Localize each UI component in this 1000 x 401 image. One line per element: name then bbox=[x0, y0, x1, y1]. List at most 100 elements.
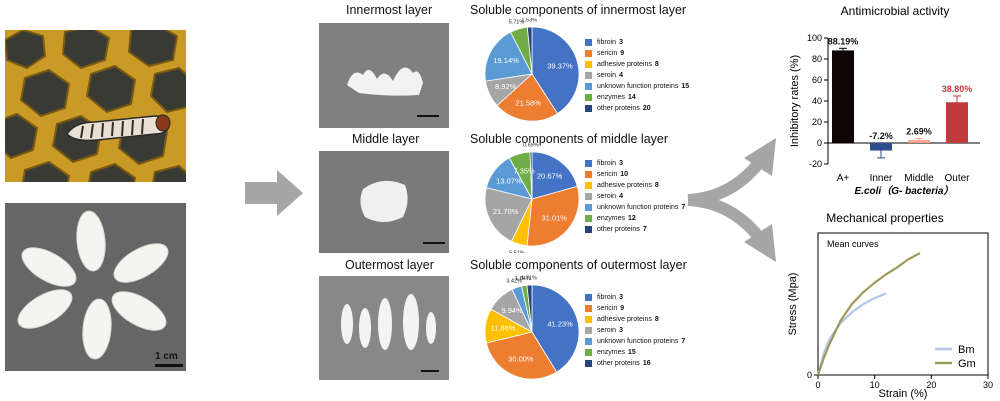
legend-label: Bm bbox=[958, 344, 975, 356]
right-arrow-icon bbox=[245, 170, 303, 216]
pie-slice-label: 1.53% bbox=[521, 18, 537, 24]
legend-label: sericin bbox=[597, 171, 618, 178]
legend-count: 7 bbox=[681, 338, 686, 345]
legend-label: other proteins bbox=[597, 105, 640, 112]
legend-swatch bbox=[585, 316, 592, 323]
bar-value-label: -7.2% bbox=[869, 131, 893, 141]
cocoon-pieces-illustration bbox=[5, 203, 186, 371]
legend-swatch bbox=[585, 327, 592, 334]
antimicrobial-bar-chart: Antimicrobial activity-20020406080100Inh… bbox=[789, 4, 980, 197]
y-tick-label: 20 bbox=[812, 117, 822, 127]
legend-swatch bbox=[585, 204, 592, 211]
legend-swatch bbox=[585, 294, 592, 301]
pie-slice bbox=[484, 187, 533, 242]
pie-slice-label: 11.86% bbox=[491, 324, 516, 333]
outermost-layer-photo bbox=[319, 276, 449, 380]
pie-slice-label: 5.51% bbox=[509, 250, 525, 253]
legend-swatch bbox=[585, 338, 592, 345]
legend-label: adhesive proteins bbox=[597, 182, 652, 189]
pie-slice-label: 13.07% bbox=[496, 177, 522, 186]
legend-count: 16 bbox=[642, 360, 651, 367]
y-tick-label: 100 bbox=[807, 33, 822, 43]
legend-count: 7 bbox=[681, 204, 686, 211]
branching-arrows-icon bbox=[687, 138, 776, 262]
y-tick-label: 0 bbox=[807, 370, 812, 380]
series-line bbox=[816, 292, 887, 376]
legend-label: unknown function proteins bbox=[597, 204, 679, 211]
honeycomb-illustration bbox=[5, 30, 186, 182]
legend-label: sericin bbox=[597, 305, 618, 312]
pie-slice bbox=[485, 331, 558, 380]
legend-label: adhesive proteins bbox=[597, 316, 652, 323]
y-axis-label: Stress (Mpa) bbox=[787, 273, 799, 336]
legend-label: other proteins bbox=[597, 226, 640, 233]
pie-chart-innermost: 39.37%21.58%8.92%19.14%5.71%1.53% bbox=[484, 18, 580, 122]
pie-slice bbox=[531, 151, 578, 200]
legend-count: 8 bbox=[654, 316, 659, 323]
legend-swatch bbox=[585, 50, 592, 57]
pie-slice-label: 9.94% bbox=[501, 306, 523, 315]
legend-swatch bbox=[585, 83, 592, 90]
silkworm-on-comb-photo bbox=[5, 30, 186, 182]
innermost-layer-title: Innermost layer bbox=[346, 3, 433, 17]
middle-layer-photo bbox=[319, 151, 449, 253]
legend-label: sericin bbox=[597, 50, 618, 57]
category-label: Middle bbox=[904, 173, 934, 184]
bar-chart-title: Antimicrobial activity bbox=[841, 4, 950, 18]
x-tick-label: 30 bbox=[983, 380, 993, 390]
legend-count: 4 bbox=[619, 72, 623, 79]
legend-swatch bbox=[585, 360, 592, 367]
legend-count: 8 bbox=[654, 61, 659, 68]
bar-value-label: 88.19% bbox=[828, 36, 859, 46]
bar bbox=[946, 102, 968, 143]
legend-label: adhesive proteins bbox=[597, 61, 652, 68]
scale-bar-label: 1 cm bbox=[155, 351, 178, 362]
legend-label: enzymes bbox=[597, 349, 626, 356]
series-line bbox=[816, 252, 921, 376]
legend-swatch bbox=[585, 182, 592, 189]
pie-slice bbox=[484, 31, 533, 82]
legend-count: 9 bbox=[620, 305, 625, 312]
legend-label: seroin bbox=[597, 327, 617, 334]
pie-title-middle: Soluble components of middle layer bbox=[470, 132, 669, 146]
pie-slice bbox=[531, 284, 580, 373]
pie-slice-label: 1.84% bbox=[515, 276, 531, 282]
pie-slice-label: 20.67% bbox=[537, 171, 563, 180]
legend-label: fibroin bbox=[597, 39, 617, 46]
legend-count: 9 bbox=[620, 50, 625, 57]
category-label: Outer bbox=[944, 173, 970, 184]
bar-value-label: 2.69% bbox=[906, 127, 932, 137]
pie-slice-label: 1.71% bbox=[521, 276, 537, 282]
legend-count: 20 bbox=[642, 105, 651, 112]
legend-label: unknown function proteins bbox=[597, 83, 679, 90]
legend-label: seroin bbox=[597, 193, 617, 200]
scale-bar bbox=[155, 364, 183, 367]
y-tick-label: -20 bbox=[809, 159, 822, 169]
innermost-layer-photo bbox=[319, 23, 449, 128]
legend-swatch bbox=[585, 215, 592, 222]
x-tick-label: 20 bbox=[926, 380, 936, 390]
legend-count: 10 bbox=[620, 171, 629, 178]
line-chart-title: Mechanical properties bbox=[826, 211, 943, 225]
legend-label: unknown function proteins bbox=[597, 338, 679, 345]
legend-count: 12 bbox=[628, 215, 636, 222]
bar bbox=[908, 140, 930, 143]
legend-swatch bbox=[585, 94, 592, 101]
